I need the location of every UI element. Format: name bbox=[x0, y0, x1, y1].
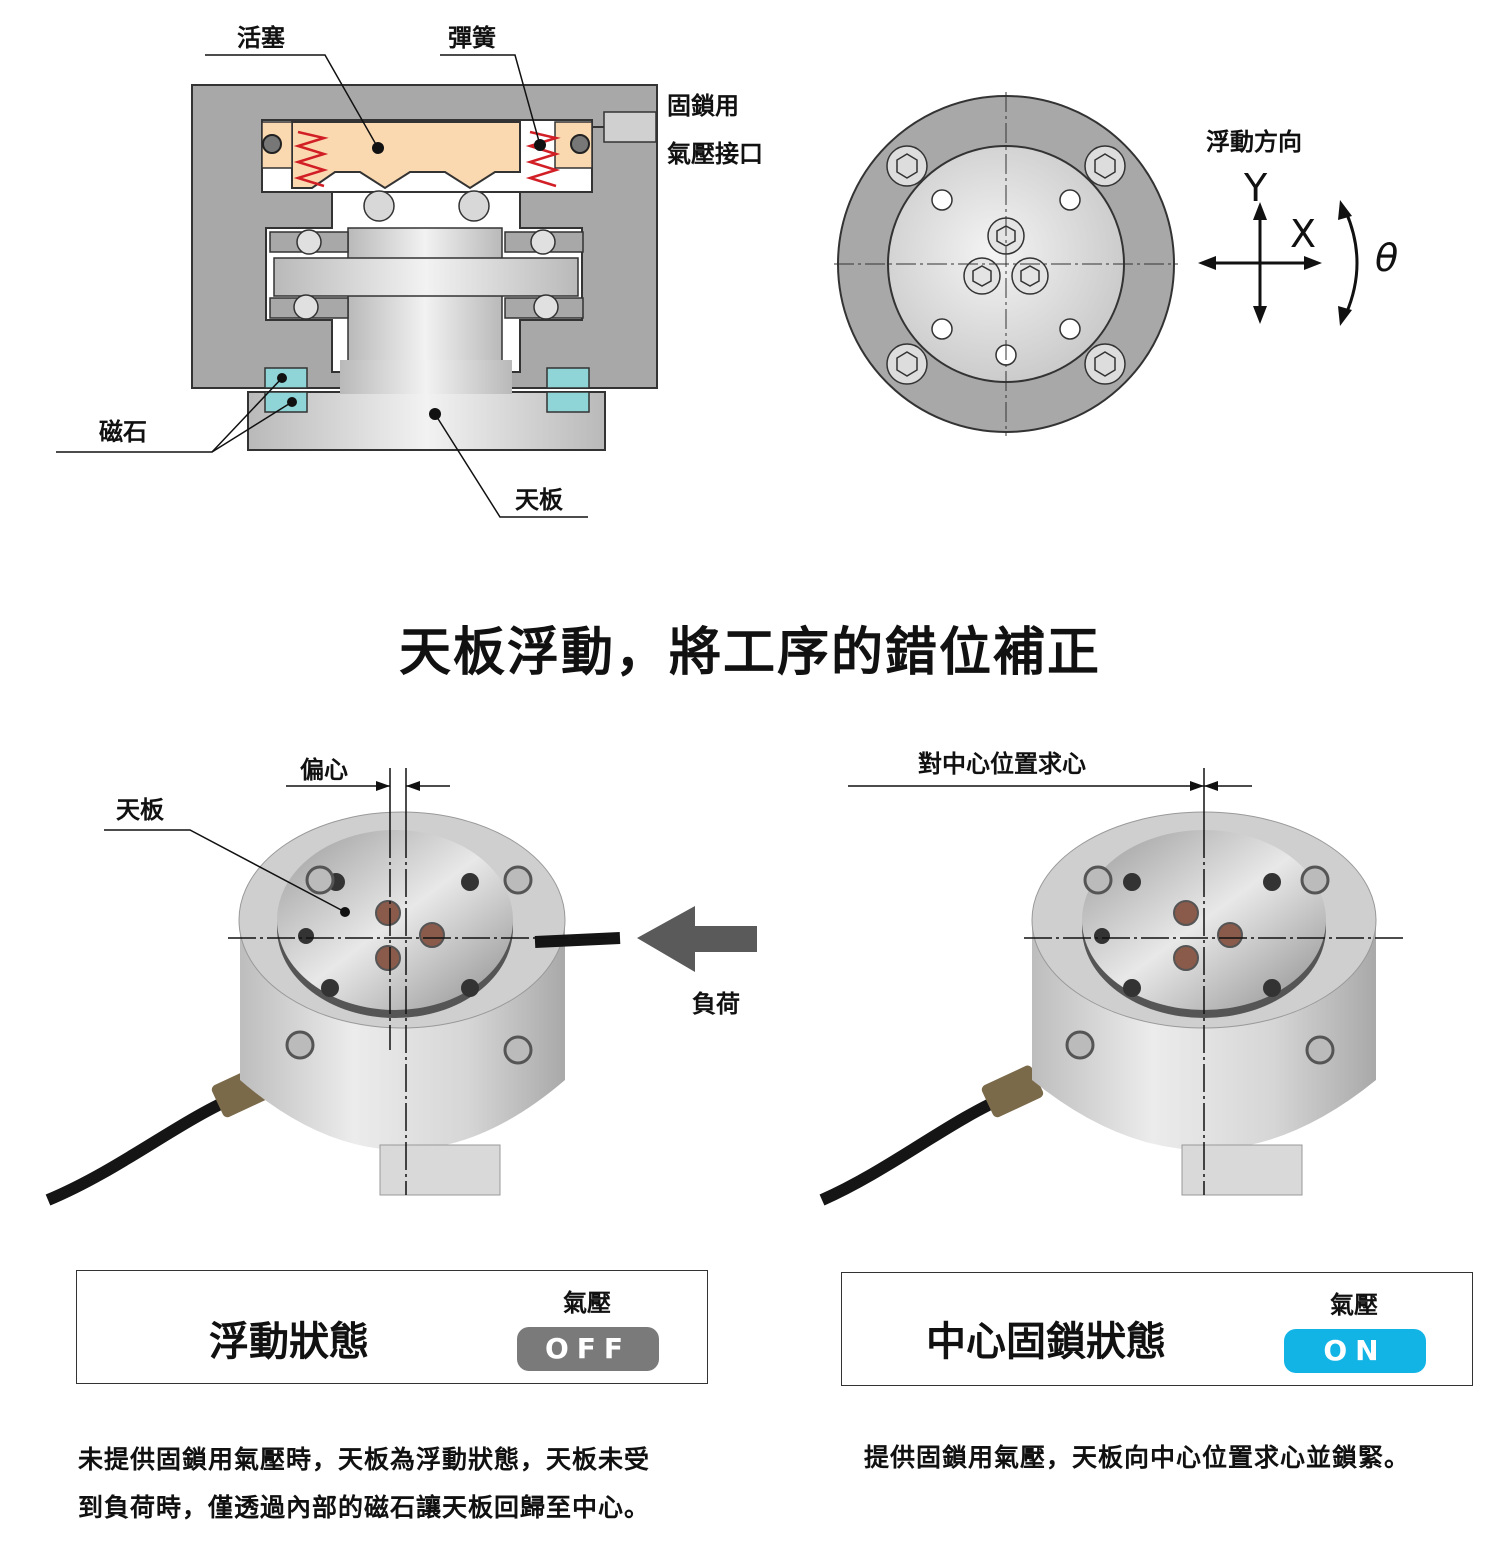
o-ring-left bbox=[262, 134, 282, 154]
direction-title: 浮動方向 bbox=[1206, 128, 1302, 156]
floating-air-label: 氣壓 bbox=[563, 1289, 611, 1317]
label-eccentric: 偏心 bbox=[300, 756, 348, 784]
air-port bbox=[603, 111, 657, 143]
floating-state-name: 浮動狀態 bbox=[209, 1319, 369, 1365]
axis-theta-label: θ bbox=[1375, 236, 1399, 280]
locked-air-label: 氣壓 bbox=[1330, 1291, 1378, 1319]
floating-state-box: 浮動狀態 氣壓 OFF bbox=[76, 1270, 708, 1384]
label-magnet: 磁石 bbox=[99, 418, 147, 446]
top-view-diagram bbox=[834, 92, 1178, 436]
floating-description-line-1: 未提供固鎖用氣壓時，天板為浮動狀態，天板未受 bbox=[78, 1445, 651, 1474]
locked-state-name: 中心固鎖狀態 bbox=[926, 1319, 1166, 1365]
spring-right bbox=[525, 130, 561, 188]
label-air-port-1: 固鎖用 bbox=[667, 92, 739, 120]
headline: 天板浮動，將工序的錯位補正 bbox=[398, 623, 1101, 683]
floating-air-badge: OFF bbox=[517, 1327, 659, 1371]
label-load: 負荷 bbox=[692, 990, 740, 1018]
label-top-plate: 天板 bbox=[515, 486, 563, 514]
floating-description-line-2: 到負荷時，僅透過內部的磁石讓天板回歸至中心。 bbox=[78, 1493, 651, 1522]
locked-description: 提供固鎖用氣壓，天板向中心位置求心並鎖緊。 bbox=[864, 1443, 1411, 1472]
axis-y-label: Y bbox=[1244, 166, 1268, 210]
label-centering: 對中心位置求心 bbox=[918, 750, 1086, 778]
piston bbox=[291, 121, 521, 190]
corner-bolts bbox=[886, 145, 1126, 385]
locked-state-illustration bbox=[819, 768, 1406, 1206]
locked-air-badge: ON bbox=[1284, 1329, 1426, 1373]
direction-indicator bbox=[1198, 200, 1359, 326]
axis-x-label: X bbox=[1290, 212, 1317, 256]
label-piston: 活塞 bbox=[237, 24, 285, 52]
label-spring: 彈簧 bbox=[448, 24, 496, 52]
cross-section-diagram bbox=[56, 54, 658, 518]
label-top-plate-photo: 天板 bbox=[116, 796, 164, 824]
o-ring-right bbox=[570, 134, 590, 154]
load-arrow bbox=[637, 906, 757, 972]
floating-state-illustration bbox=[45, 768, 757, 1206]
locked-state-box: 中心固鎖狀態 氣壓 ON bbox=[841, 1272, 1473, 1386]
spring-left bbox=[293, 130, 329, 188]
label-air-port-2: 氣壓接口 bbox=[667, 140, 763, 168]
